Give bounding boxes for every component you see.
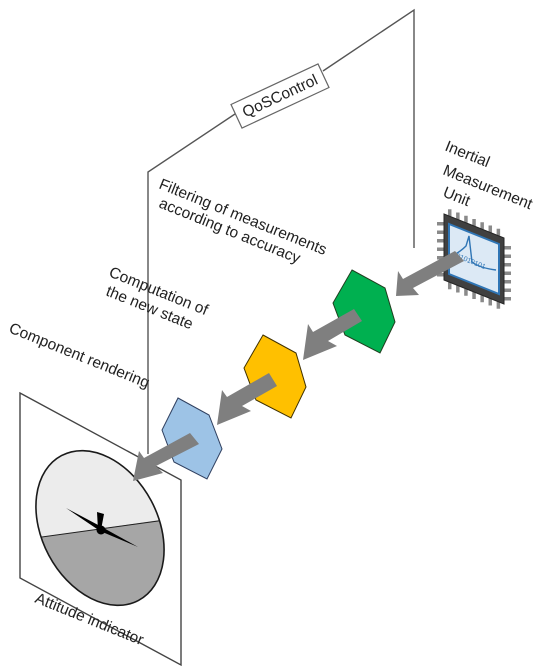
chip-pin — [447, 209, 452, 217]
imu-chip-icon: 101010101 — [437, 209, 511, 309]
attitude-dial-rim — [35, 449, 165, 607]
chip-pin — [464, 215, 468, 223]
chip-pin — [437, 273, 444, 277]
chip-pin — [496, 228, 501, 236]
chip-pin — [437, 256, 444, 260]
chip-pin — [437, 239, 444, 243]
imu-label: Inertial Measurement Unit — [441, 138, 536, 214]
chip-pin — [472, 219, 476, 226]
filtering-hexagon — [332, 269, 396, 354]
arrow-computation-to-rendering — [217, 373, 277, 425]
chip-pin — [480, 222, 484, 230]
chip-pin — [504, 271, 511, 275]
chip-pin — [504, 254, 511, 258]
attitude-pointer — [97, 512, 104, 530]
chip-pin — [437, 230, 444, 234]
rendering-label: Component rendering — [7, 320, 152, 392]
chip-pin — [472, 292, 476, 299]
chip-pin — [456, 212, 460, 220]
chip-pin — [504, 263, 511, 267]
attitude-pivot — [96, 525, 106, 535]
chip-pin — [504, 288, 511, 292]
chip-pin — [504, 280, 511, 284]
chip-pin — [504, 297, 511, 301]
arrow-filtering-to-computation — [303, 309, 362, 360]
chip-pin — [480, 295, 484, 303]
chip-pin — [456, 285, 460, 293]
arrow-imu-to-filtering — [396, 251, 464, 296]
chip-pin — [488, 298, 493, 306]
arrow-rendering-to-attitude — [133, 433, 199, 481]
chip-pin — [488, 225, 493, 233]
chip-waveform — [451, 235, 497, 271]
qos-control-wire — [147, 8, 415, 454]
computation-hexagon — [243, 334, 307, 419]
chip-pin — [437, 247, 444, 251]
chip-pin — [447, 282, 452, 290]
chip-pin — [464, 288, 468, 296]
chip-pin — [437, 222, 444, 226]
chip-pin — [504, 246, 511, 250]
qos-control-box: QoSControl — [230, 63, 330, 129]
filtering-label: Filtering of measurements according to a… — [157, 176, 330, 267]
chip-pin — [496, 301, 501, 309]
computation-label: Computation of the new state — [104, 264, 211, 333]
